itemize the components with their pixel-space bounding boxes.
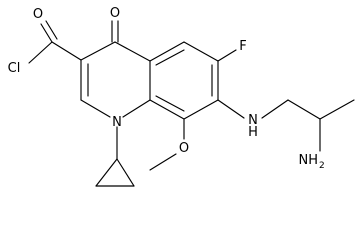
- bond-c5-c6: [183, 41, 219, 62]
- atom-label-methoxy-oxygen: O: [179, 141, 189, 156]
- bond-cyclopropyl-right: [116, 158, 135, 187]
- bond-ch2-ch: [287, 99, 321, 120]
- atom-labels: O Cl O F N N H O NH 2: [8, 6, 325, 171]
- bond-carbonyl-c-to-o: [40, 23, 53, 43]
- bond-carbonyl-c-to-c3: [51, 41, 82, 61]
- molecule-structure-diagram: O Cl O F N N H O NH 2: [8, 6, 355, 187]
- bond-lines: [28, 20, 355, 187]
- bond-c7-c8: [183, 99, 219, 120]
- bond-o-methyl: [149, 153, 177, 171]
- bond-c4-c4a: [114, 41, 151, 62]
- bond-c3-c4: [80, 41, 116, 61]
- atom-label-amino-subscript: 2: [319, 161, 325, 171]
- bond-ch-ch3: [319, 99, 355, 120]
- bond-carbonyl-c-to-cl: [28, 41, 53, 64]
- atom-label-amino-group: NH: [299, 153, 319, 168]
- bond-c4a-c5: [149, 41, 185, 62]
- bond-c8-c8a: [149, 99, 185, 120]
- atom-label-amine-hydrogen: H: [248, 125, 258, 140]
- atom-label-fluorine: F: [239, 39, 246, 54]
- bond-c4a-c5-inner: [155, 49, 185, 66]
- bond-c8-c8a-inner: [155, 95, 185, 112]
- bond-c7-nh: [217, 99, 245, 119]
- atom-label-ring-nitrogen: N: [112, 115, 122, 130]
- bond-nh-ch2: [261, 99, 289, 119]
- bond-c6-f: [217, 49, 237, 62]
- bond-carbonyl-c-to-o-double: [45, 20, 58, 40]
- bond-c2-n1: [80, 99, 111, 118]
- atom-label-chlorine: Cl: [8, 61, 21, 76]
- atom-label-ketone-oxygen: O: [110, 6, 120, 21]
- atom-label-amine-nitrogen: N: [248, 113, 258, 128]
- atom-label-carbonyl-oxygen: O: [33, 7, 43, 22]
- bond-cyclopropyl-left: [95, 158, 118, 187]
- bond-n1-c8a: [122, 99, 151, 118]
